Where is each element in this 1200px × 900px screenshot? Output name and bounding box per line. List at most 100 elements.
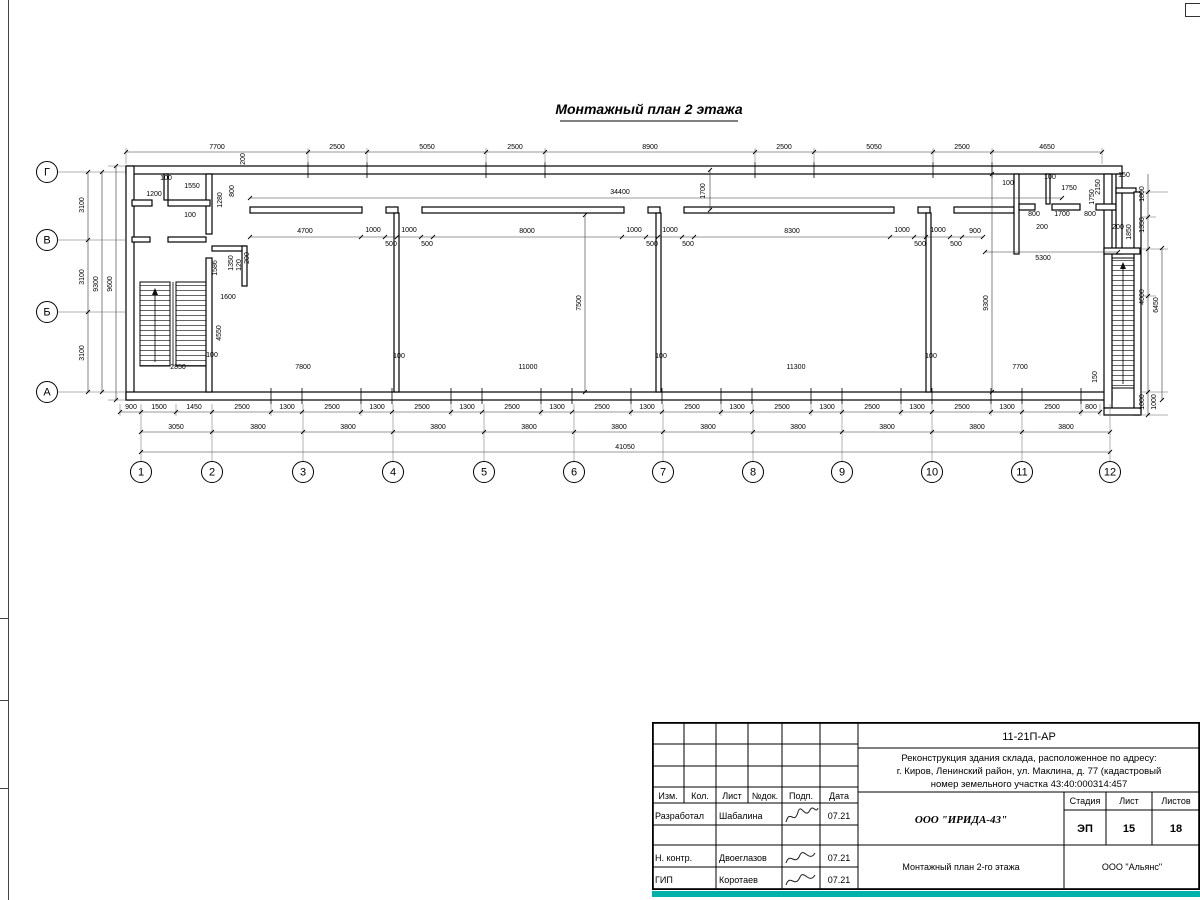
project-description-line1: Реконструкция здания склада, расположенн… xyxy=(901,753,1156,764)
dimension-label: 7700 xyxy=(1012,364,1028,371)
dimension-label: 1586 xyxy=(212,260,219,276)
axis-bubble xyxy=(130,461,152,483)
col-izm: Изм. xyxy=(658,791,677,801)
window-ticks xyxy=(270,162,1082,404)
dimension-label: 4000 xyxy=(1139,289,1146,305)
stair-arrow-icon xyxy=(1120,262,1126,269)
dimension-label: 2500 xyxy=(324,404,340,411)
dimension-label: 1000 xyxy=(894,227,910,234)
dimension-label: 1800 xyxy=(1139,186,1146,202)
dimension-label: 1850 xyxy=(1126,224,1133,240)
dimension-label: 100 xyxy=(925,353,937,360)
walls-group xyxy=(125,165,1142,416)
axis-label: 4 xyxy=(390,467,396,479)
axis-label: 5 xyxy=(481,467,487,479)
dimension-label: 41050 xyxy=(615,444,635,451)
axis-bubble xyxy=(921,461,943,483)
total-sheets: 18 xyxy=(1170,823,1182,835)
role-developer: Разработал xyxy=(655,811,704,821)
dimension-label: 200 xyxy=(1112,224,1124,231)
col-kol: Кол. xyxy=(691,791,709,801)
col-list: Лист xyxy=(722,791,742,801)
dimension-label: 1000 xyxy=(626,227,642,234)
frame-tick xyxy=(0,618,9,619)
date-developer: 07.21 xyxy=(828,811,851,821)
dimension-label: 3800 xyxy=(340,424,356,431)
dimension-label: 900 xyxy=(125,404,137,411)
dimension-label: 2500 xyxy=(507,144,523,151)
dimension-label: 9300 xyxy=(983,295,990,311)
dimension-label: 3800 xyxy=(879,424,895,431)
project-description-line3: номер земельного участка 43:40:000314:45… xyxy=(931,779,1127,790)
dimension-label: 9600 xyxy=(107,276,114,292)
dimension-label: 1700 xyxy=(1054,211,1070,218)
dimension-label: 1300 xyxy=(279,404,295,411)
axis-bubble xyxy=(1099,461,1121,483)
axis-bubble xyxy=(36,161,58,183)
dimension-label: 3800 xyxy=(1058,424,1074,431)
dimension-label: 11000 xyxy=(519,364,538,371)
axis-bubble xyxy=(831,461,853,483)
stairs-group xyxy=(139,257,1135,389)
dimension-label: 2850 xyxy=(170,364,186,371)
dimension-label: 8900 xyxy=(642,144,658,151)
role-gip: ГИП xyxy=(655,875,673,885)
dimension-label: 8000 xyxy=(519,228,535,235)
dimension-label: 2500 xyxy=(776,144,792,151)
dimension-label: 1000 xyxy=(365,227,381,234)
dimension-label: 3800 xyxy=(430,424,446,431)
dimension-label: 4650 xyxy=(1039,144,1055,151)
total-sheets-label: Листов xyxy=(1161,796,1190,806)
dimension-label: 1300 xyxy=(459,404,475,411)
dimension-label: 200 xyxy=(244,252,251,264)
signature xyxy=(785,852,816,864)
date-gip: 07.21 xyxy=(828,875,851,885)
axis-bubble xyxy=(36,301,58,323)
frame-tick xyxy=(0,700,9,701)
axis-label: 12 xyxy=(1104,467,1116,479)
dimension-label: 100 xyxy=(160,175,172,182)
dimension-label: 1350 xyxy=(228,255,235,271)
dimension-label: 3050 xyxy=(168,424,184,431)
dimension-label: 3800 xyxy=(250,424,266,431)
dimension-label: 3100 xyxy=(79,197,86,213)
dimension-label: 1550 xyxy=(184,183,200,190)
axis-label: 11 xyxy=(1016,467,1027,479)
dimension-label: 1000 xyxy=(930,227,946,234)
role-ncontrol: Н. контр. xyxy=(655,853,692,863)
contractor-firm: ООО "Альянс" xyxy=(1102,862,1162,872)
dimension-label: 1200 xyxy=(146,191,162,198)
axis-label: Б xyxy=(43,307,50,319)
axis-bubble xyxy=(563,461,585,483)
dimension-label: 2500 xyxy=(234,404,250,411)
dimension-label: 1700 xyxy=(700,183,707,199)
dimension-label: 3100 xyxy=(79,269,86,285)
dimension-label: 3800 xyxy=(700,424,716,431)
axis-label: 9 xyxy=(839,467,845,479)
dimension-label: 200 xyxy=(1036,224,1048,231)
dimension-label: 150 xyxy=(1092,371,1099,383)
axis-bubble xyxy=(382,461,404,483)
dimension-label: 3100 xyxy=(79,345,86,361)
axis-label: А xyxy=(43,387,51,399)
dimension-label: 1300 xyxy=(639,404,655,411)
dimension-label: 3800 xyxy=(521,424,537,431)
title-block: Изм. Кол. Лист №док. Подп. Дата Разработ… xyxy=(652,722,1200,890)
axis-bubble xyxy=(652,461,674,483)
sheet-number: 15 xyxy=(1123,823,1135,835)
axis-bubble xyxy=(201,461,223,483)
dimension-label: 1000 xyxy=(662,227,678,234)
axis-label: 8 xyxy=(750,467,756,479)
axis-label: В xyxy=(43,235,50,247)
dimension-label: 7800 xyxy=(295,364,311,371)
axis-label: 2 xyxy=(209,467,215,479)
axis-bubble xyxy=(1011,461,1033,483)
dimension-label: 150 xyxy=(1118,172,1130,179)
dimension-label: 500 xyxy=(385,241,397,248)
dimension-label: 800 xyxy=(229,185,236,197)
dimension-label: 8300 xyxy=(784,228,800,235)
dimension-label: 3800 xyxy=(790,424,806,431)
